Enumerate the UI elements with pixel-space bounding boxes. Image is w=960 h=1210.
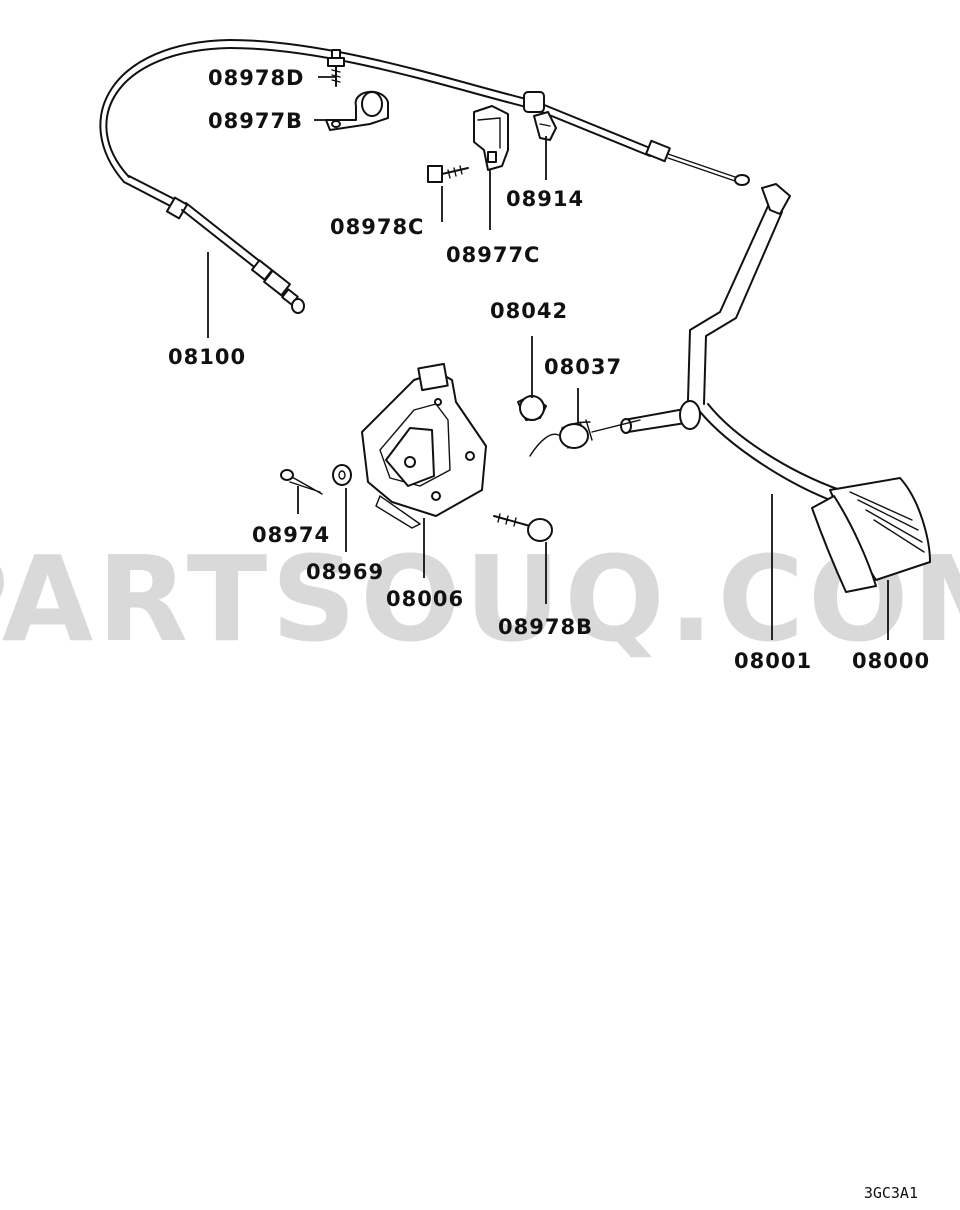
diagram-code: 3GC3A1 <box>864 1184 918 1202</box>
bolt-08978b-drawing[interactable] <box>493 513 553 542</box>
pedal-arm-drawing[interactable] <box>620 183 841 501</box>
part-label-08978d[interactable]: 08978D <box>208 66 305 90</box>
watermark: PARTSOUQ.COM <box>0 530 960 668</box>
clip-08914-drawing[interactable] <box>533 111 557 141</box>
part-label-08037[interactable]: 08037 <box>544 355 622 379</box>
pedal-pad-drawing[interactable] <box>811 477 931 593</box>
part-label-08978c[interactable]: 08978C <box>330 215 424 239</box>
part-label-08042[interactable]: 08042 <box>490 299 568 323</box>
part-label-08969[interactable]: 08969 <box>306 560 384 584</box>
part-label-08000[interactable]: 08000 <box>852 649 930 673</box>
bolt-08978d-drawing[interactable] <box>327 49 345 87</box>
clamp-08977b-drawing[interactable] <box>325 91 389 131</box>
stopper-08042-drawing[interactable] <box>517 395 547 421</box>
spring-08037-drawing[interactable] <box>529 419 641 457</box>
bolt-08978c-drawing[interactable] <box>427 165 469 183</box>
leader-lines <box>207 76 889 640</box>
part-label-08001[interactable]: 08001 <box>734 649 812 673</box>
part-label-08914[interactable]: 08914 <box>506 187 584 211</box>
accelerator-cable-drawing[interactable] <box>99 39 750 314</box>
part-label-08977c[interactable]: 08977C <box>446 243 540 267</box>
part-label-08100[interactable]: 08100 <box>168 345 246 369</box>
bracket-08006-drawing[interactable] <box>361 362 487 529</box>
part-label-08977b[interactable]: 08977B <box>208 109 303 133</box>
washer-08969-drawing[interactable] <box>332 464 352 486</box>
cotter-pin-08974-drawing[interactable] <box>280 469 323 495</box>
part-label-08974[interactable]: 08974 <box>252 523 330 547</box>
part-label-08978b[interactable]: 08978B <box>498 615 593 639</box>
bracket-08977c-drawing[interactable] <box>473 105 509 171</box>
part-labels: 08978D 08977B 08914 08978C 08977C 08100 … <box>168 66 930 673</box>
part-label-08006[interactable]: 08006 <box>386 587 464 611</box>
